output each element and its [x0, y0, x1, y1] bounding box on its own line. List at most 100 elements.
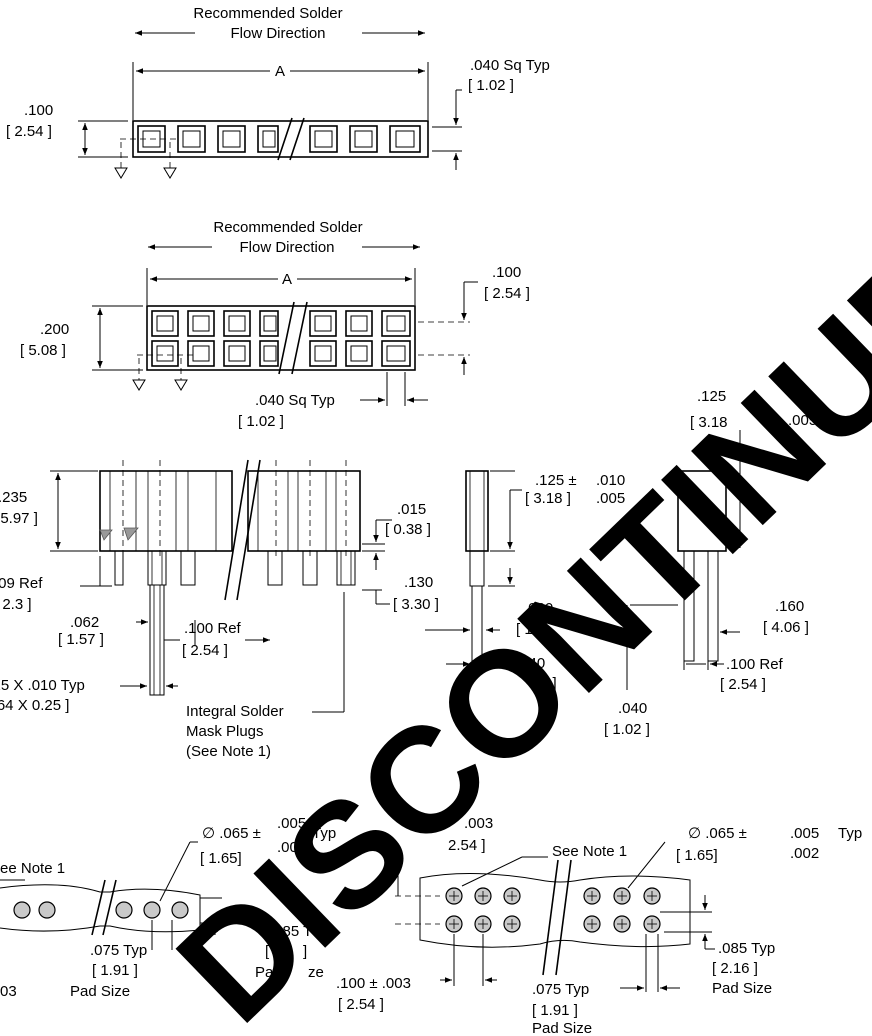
ref-dim-in: .100 Ref	[726, 656, 784, 673]
hole-tol-minus: .002	[277, 839, 306, 856]
pad2-dim-mm: [ 2.16 ]	[712, 960, 758, 977]
d040-in: .040	[516, 655, 545, 672]
d040-mm: [ 1.02 ]	[604, 721, 650, 738]
break-line	[102, 879, 117, 936]
end-housing	[465, 470, 489, 552]
pad-holes	[13, 901, 189, 919]
datum-triangle-icon	[163, 167, 177, 179]
pad-size-label: Pad Size	[70, 983, 130, 1000]
row-dim-in: .100	[492, 264, 521, 281]
flow-direction-label-2: Flow Direction	[239, 239, 334, 256]
hole-tol-plus: .005	[277, 815, 306, 832]
break-line	[236, 459, 261, 601]
d062-in: .062	[70, 614, 99, 631]
pcb-layout-single: See Note 1 ∅ .065 ± .005 Typ [ 1.65] .00…	[0, 815, 493, 1000]
height-dim-mm: [ 5.08 ]	[20, 342, 66, 359]
row-dim-mm: [ 2.54 ]	[484, 285, 530, 302]
sq-dim-in: .040 Sq Typ	[255, 392, 335, 409]
hole-tol-minus: .002	[790, 845, 819, 862]
d130-in: .130	[404, 574, 433, 591]
break-line	[555, 859, 572, 976]
end-view: .125 ± .010 [ 3.18 ] .005 .060 [ 1 .040 …	[425, 470, 625, 692]
pad2-label-b: ze	[308, 964, 324, 981]
hole-dim-mm: [ 1.65]	[200, 850, 242, 867]
datum-triangle-icon	[114, 167, 128, 179]
dim-a-label: A	[275, 63, 285, 80]
height-dim-in: .235	[0, 489, 27, 506]
leader-line	[461, 856, 523, 887]
hole-dim-mm: [ 1.65]	[676, 847, 718, 864]
solder-plug-icon	[99, 529, 113, 541]
hole-typ: Typ	[312, 825, 336, 842]
height-dim-in: .200	[40, 321, 69, 338]
d040-mm: 2 ]	[540, 675, 557, 692]
t125-mm: [ 3.18	[690, 414, 728, 431]
dual-end-housing	[677, 470, 727, 552]
d015-in: .015	[397, 501, 426, 518]
pad-dim-mm: [ 1.91 ]	[92, 962, 138, 979]
contact-cavities	[151, 310, 411, 367]
pad-dim-mm: [ 1.91 ]	[532, 1002, 578, 1019]
pad-dim-in: .075 Typ	[90, 942, 147, 959]
pitch-dim-mm: [ 2.54 ]	[182, 642, 228, 659]
dual-end-view: .125 [ 3.18 .005 .160 [ 4.06 ] .100 Ref …	[604, 388, 817, 738]
pad2-dim-mm: [ 2.1	[265, 943, 294, 960]
dual-end-pin	[683, 550, 695, 662]
end-pin	[471, 585, 483, 669]
d160-in: .160	[775, 598, 804, 615]
housing-ribs	[109, 471, 337, 551]
top-view: Recommended Solder Flow Direction A	[6, 5, 550, 179]
t125-in: .125	[697, 388, 726, 405]
pcb-layout-dual: See Note 1 ∅ .065 ± .005 Typ [ 1.65] .00…	[336, 825, 862, 1036]
sq-dim-in: .040 Sq Typ	[470, 57, 550, 74]
pitch-fragment: 03	[0, 983, 17, 1000]
break-line	[289, 117, 305, 161]
pad-dim-in: .075 Typ	[532, 981, 589, 998]
d060-in: .060	[524, 600, 553, 617]
flow-direction-label: Recommended Solder	[213, 219, 362, 236]
dual-row-view: Recommended Solder Flow Direction A	[20, 219, 530, 430]
t125-in: .125 ±	[535, 472, 577, 489]
pitch-top-mm-fragment: 2.54 ]	[448, 837, 486, 854]
dim-a-label: A	[282, 271, 292, 288]
break-line	[291, 301, 308, 375]
pad2-dim-in: .085 Typ	[718, 940, 775, 957]
datum-triangle-icon	[132, 379, 146, 391]
plug-label-1: Integral Solder	[186, 703, 284, 720]
leader-line	[627, 841, 666, 889]
pad2-label: Pad Size	[712, 980, 772, 997]
pcb-outline	[0, 884, 201, 933]
leader-line	[159, 841, 191, 902]
break-line	[91, 879, 106, 936]
ref-dim-mm: [ 2.54 ]	[720, 676, 766, 693]
pcb-outline	[419, 872, 691, 948]
t125-tol: .005	[788, 412, 817, 429]
pitch-dim-mm: [ 2.54 ]	[338, 996, 384, 1013]
sq-dim-mm: [ 1.02 ]	[468, 77, 514, 94]
t125-tol-minus: .005	[596, 490, 625, 507]
sq-dim-mm: [ 1.02 ]	[238, 413, 284, 430]
height-dim-mm: [ 5.97 ]	[0, 510, 38, 527]
pitch-dim-in: .100	[24, 102, 53, 119]
d015-mm: [ 0.38 ]	[385, 521, 431, 538]
break-line	[277, 117, 293, 161]
hole-dim-in: ∅ .065 ±	[202, 825, 261, 842]
break-line	[224, 459, 249, 601]
pad-size-label: Pad Size	[532, 1020, 592, 1036]
plug-label-3: (See Note 1)	[186, 743, 271, 760]
contact-cavities	[137, 125, 421, 153]
t125-tol-plus: .010	[596, 472, 625, 489]
flow-direction-label-2: Flow Direction	[230, 25, 325, 42]
pad2-label-a: Pad	[255, 964, 282, 981]
pad-holes	[445, 887, 661, 933]
pad2-dim-in: .085 T	[270, 923, 312, 940]
solder-plug-icon	[123, 527, 139, 541]
t125-mm: [ 3.18 ]	[525, 490, 571, 507]
break-line	[278, 301, 295, 375]
pitch-dim-in: .100 ± .003	[336, 975, 411, 992]
break-line	[542, 859, 559, 976]
ref-dim-in: .09 Ref	[0, 575, 43, 592]
hole-tol-plus: .005	[790, 825, 819, 842]
d062-mm: [ 1.57 ]	[58, 631, 104, 648]
